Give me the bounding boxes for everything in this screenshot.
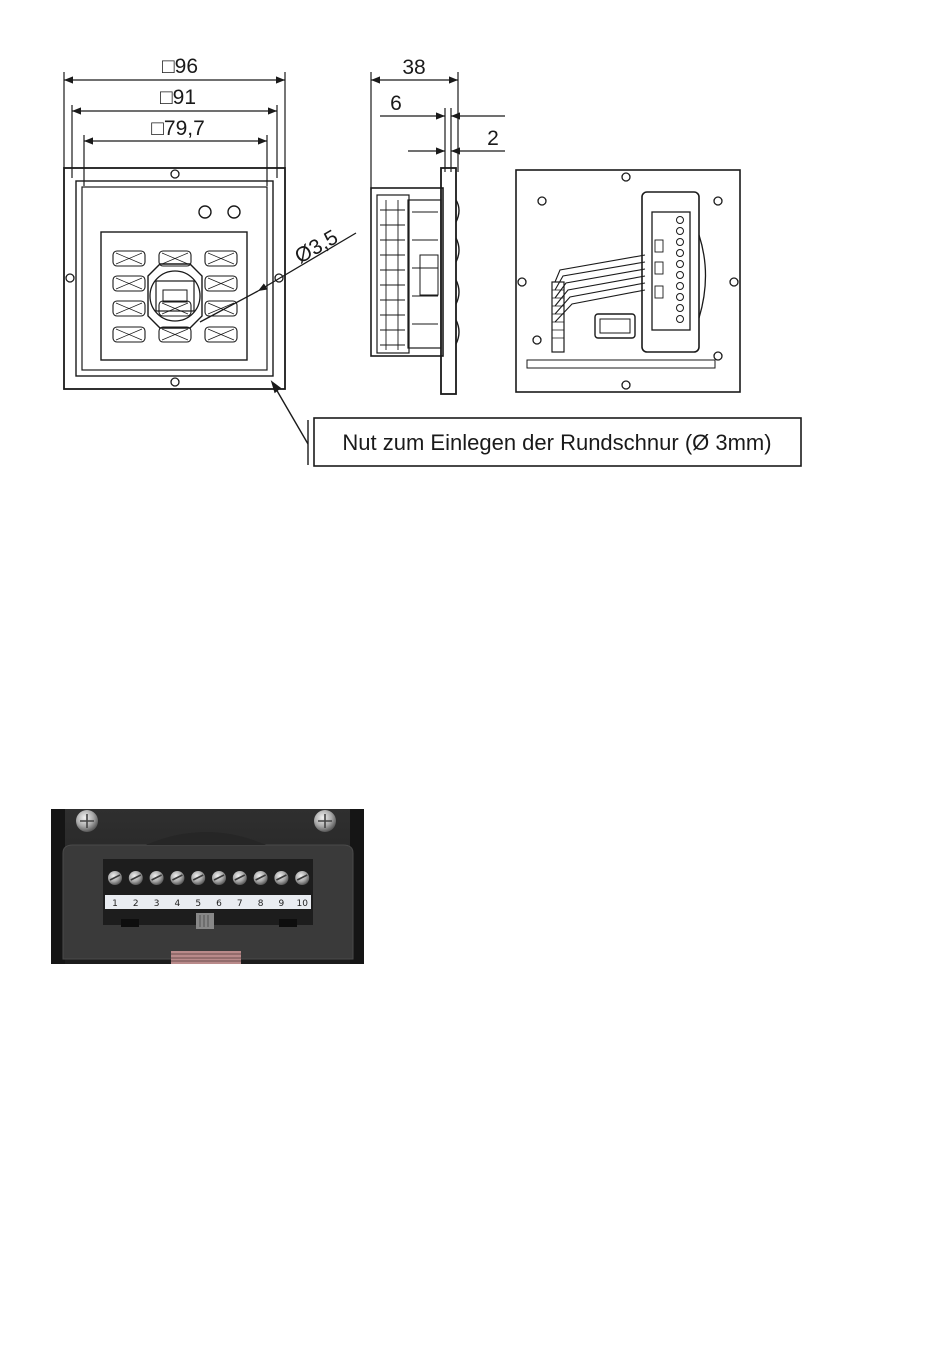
terminal-label: 9 bbox=[279, 899, 285, 909]
dim-inner-label: □79,7 bbox=[151, 117, 205, 140]
terminal-label: 5 bbox=[195, 899, 201, 909]
callout-leader bbox=[272, 382, 308, 465]
terminal-label: 10 bbox=[296, 899, 308, 909]
side-view bbox=[371, 72, 505, 394]
corner-screw-left bbox=[76, 810, 98, 832]
terminal-screw bbox=[170, 871, 184, 885]
terminal-screw bbox=[254, 871, 268, 885]
terminal-screw bbox=[191, 871, 205, 885]
terminal-screw bbox=[129, 871, 143, 885]
back-view bbox=[516, 170, 740, 392]
key-row-4 bbox=[113, 327, 237, 342]
corner-screw-right bbox=[314, 810, 336, 832]
terminal-label: 7 bbox=[237, 899, 243, 909]
key-row-2 bbox=[113, 276, 237, 291]
terminal-label: 3 bbox=[154, 899, 160, 909]
terminal-label: 4 bbox=[175, 899, 181, 909]
terminal-label: 2 bbox=[133, 899, 139, 909]
dim-six-label: 6 bbox=[390, 92, 402, 115]
terminal-block-photo: 1 2 3 4 5 6 7 8 9 10 bbox=[51, 809, 364, 964]
terminal-screw bbox=[233, 871, 247, 885]
dim-depth-label: 38 bbox=[402, 56, 425, 79]
terminal-screw bbox=[274, 871, 288, 885]
terminal-label: 6 bbox=[216, 899, 222, 909]
terminal-screw bbox=[212, 871, 226, 885]
terminal-label: 8 bbox=[258, 899, 264, 909]
terminal-screw bbox=[108, 871, 122, 885]
dim-outer-label: □96 bbox=[162, 55, 198, 78]
key-row-3 bbox=[113, 301, 237, 316]
dim-hole-label: Ø3,5 bbox=[291, 226, 342, 269]
dim-middle-label: □91 bbox=[160, 86, 196, 109]
callout-text: Nut zum Einlegen der Rundschnur (Ø 3mm) bbox=[342, 430, 771, 455]
terminal-screw bbox=[150, 871, 164, 885]
terminal-screw bbox=[295, 871, 309, 885]
terminal-label: 1 bbox=[112, 899, 118, 909]
dim-two-label: 2 bbox=[487, 127, 499, 150]
technical-drawing: □96 □91 □79,7 Ø3,5 38 6 2 Nut zum Einleg… bbox=[0, 0, 950, 520]
